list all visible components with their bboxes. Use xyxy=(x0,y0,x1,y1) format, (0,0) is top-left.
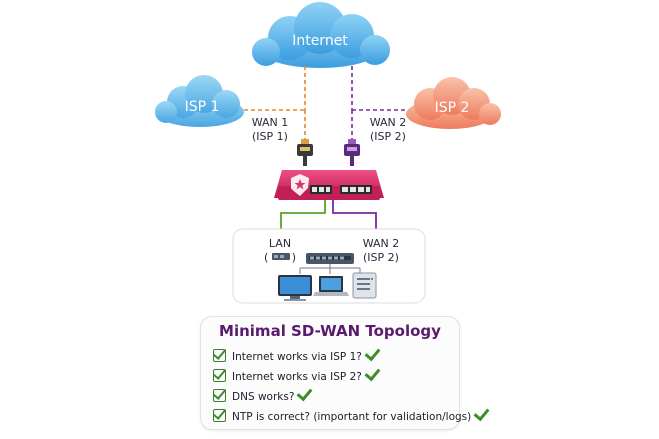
isp1-cloud-icon xyxy=(155,75,244,127)
lan-paren-close: ) xyxy=(291,250,296,264)
wan2-link xyxy=(351,66,408,140)
checklist-item: DNS works? xyxy=(213,384,313,403)
checkmark-icon xyxy=(364,364,381,382)
checkbox-icon xyxy=(213,389,226,402)
isp1-cloud-label: ISP 1 xyxy=(184,99,220,115)
wan1-label: WAN 1 (ISP 1) xyxy=(245,116,295,144)
checklist-item-text: Internet works via ISP 2? xyxy=(232,371,362,383)
switch-uplink xyxy=(299,264,361,274)
checklist-title: Minimal SD-WAN Topology xyxy=(219,322,441,340)
desktop-icon xyxy=(278,275,312,301)
checkbox-icon xyxy=(213,369,226,382)
checklist-item-text: DNS works? xyxy=(232,391,295,403)
ethernet-plug-icon xyxy=(297,139,313,166)
lan-device-icon xyxy=(272,253,290,260)
checklist-panel: Minimal SD-WAN Topology Internet works v… xyxy=(200,316,490,430)
lan-label: LAN ( ) xyxy=(260,237,300,265)
checkbox-icon xyxy=(213,349,226,362)
checkmark-icon xyxy=(296,384,313,402)
shield-icon xyxy=(291,174,309,196)
lan-paren-open: ( xyxy=(264,250,269,264)
checklist-item: NTP is correct? (important for validatio… xyxy=(213,404,490,423)
lan-label-text: LAN xyxy=(268,237,292,250)
checklist-item: Internet works via ISP 1? xyxy=(213,344,381,363)
lan-link xyxy=(280,200,377,240)
switch-icon xyxy=(306,253,354,264)
wan2-label-line1: WAN 2 xyxy=(369,116,407,129)
wan1-label-line1: WAN 1 xyxy=(251,116,289,129)
wan2-label: WAN 2 (ISP 2) xyxy=(363,116,413,144)
internet-cloud-icon xyxy=(252,2,390,68)
wan1-link xyxy=(244,66,306,140)
lan-wan2-line2: (ISP 2) xyxy=(363,250,399,264)
lan-wan2-line1: WAN 2 xyxy=(362,237,400,250)
ethernet-plug-icon xyxy=(344,139,360,166)
internet-cloud-label: Internet xyxy=(292,33,348,49)
checkbox-icon xyxy=(213,409,226,422)
checklist-item-text: NTP is correct? (important for validatio… xyxy=(232,411,472,423)
checkmark-icon xyxy=(364,344,381,362)
isp2-cloud-icon xyxy=(406,77,501,129)
router-icon xyxy=(274,170,384,200)
checklist-item: Internet works via ISP 2? xyxy=(213,364,381,383)
wan1-label-line2: (ISP 1) xyxy=(252,129,288,143)
wan2-label-line2: (ISP 2) xyxy=(370,129,406,143)
lan-wan2-label: WAN 2 (ISP 2) xyxy=(355,237,407,265)
laptop-icon xyxy=(313,276,349,296)
isp2-cloud-label: ISP 2 xyxy=(434,100,470,116)
checklist-item-text: Internet works via ISP 1? xyxy=(232,351,362,363)
server-icon xyxy=(352,272,377,299)
